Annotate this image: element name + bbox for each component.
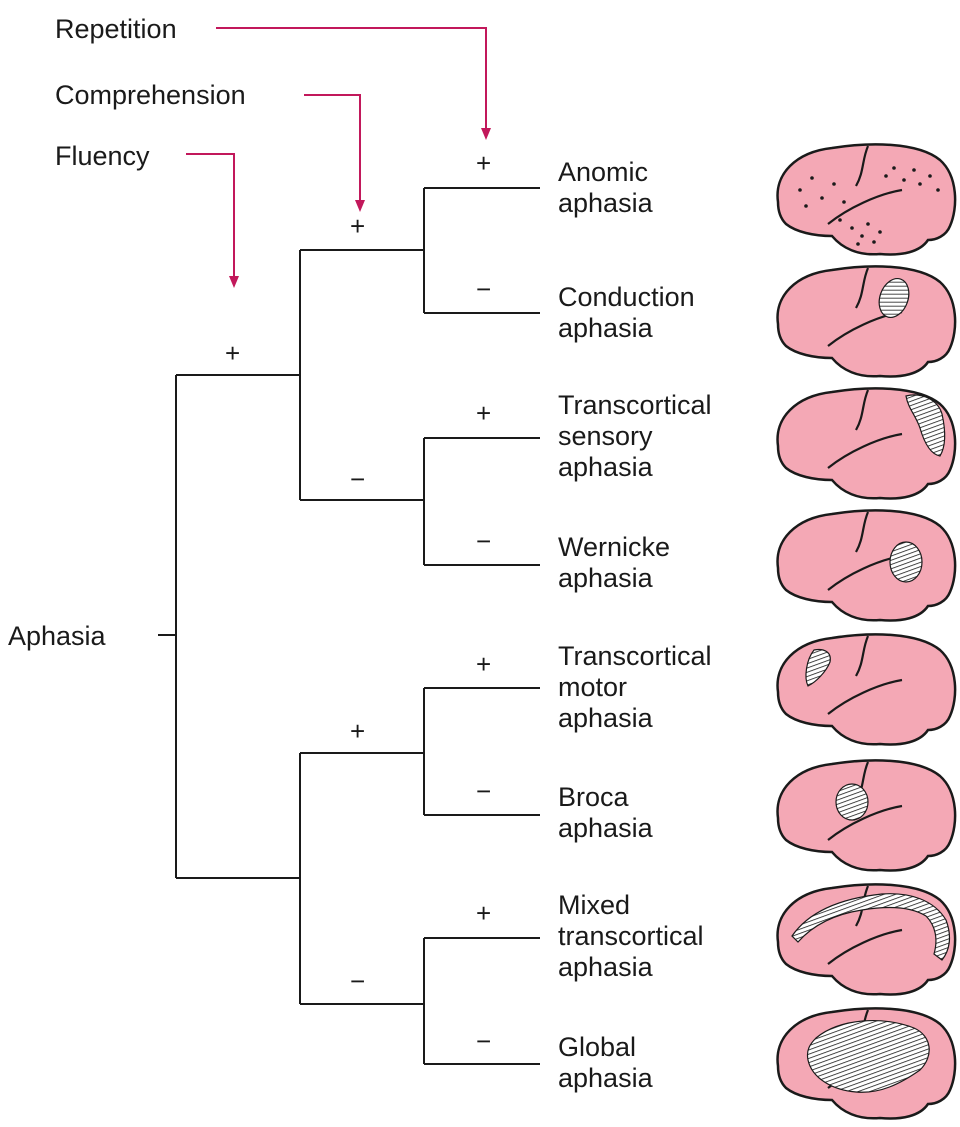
decision-tree [158,188,540,1064]
repetition-pointer [216,28,491,140]
transcortical-sensory-brain-diagram [778,388,956,498]
comprehension-label: Comprehension [55,80,246,110]
transcortical-motor-aphasia-label: Transcortical motor aphasia [558,641,719,733]
fluency-label: Fluency [55,141,150,171]
repetition-minus-sign-3: − [476,776,491,806]
repetition-label: Repetition [55,14,177,44]
transcortical-motor-brain-diagram [778,634,956,744]
fluency-pointer [186,154,239,288]
aphasia-type-labels: Anomic aphasia Conduction aphasia Transc… [558,157,719,1093]
global-aphasia-label: Global aphasia [558,1032,654,1093]
transcortical-sensory-aphasia-label: Transcortical sensory aphasia [558,390,719,482]
global-brain-diagram [778,1008,956,1118]
broca-brain-diagram [778,760,956,870]
repetition-plus-sign-1: + [476,148,491,178]
repetition-plus-sign-2: + [476,398,491,428]
repetition-plus-sign-3: + [476,649,491,679]
comprehension-plus-sign-fluent: + [350,211,365,241]
anomic-brain-diagram [778,144,956,254]
branch-signs: + + − + − + − + − + − + − [225,148,491,1056]
mixed-transcortical-brain-diagram [778,884,956,994]
aphasia-root-label: Aphasia [8,621,107,651]
mixed-transcortical-aphasia-label: Mixed transcortical aphasia [558,890,711,982]
fluency-plus-sign: + [225,338,240,368]
comprehension-pointer [304,95,365,212]
wernicke-lesion [890,542,922,582]
brain-illustrations [778,144,956,1118]
conduction-aphasia-label: Conduction aphasia [558,282,702,343]
anomic-aphasia-label: Anomic aphasia [558,157,656,218]
comprehension-minus-sign-nonfluent: − [350,966,365,996]
comprehension-plus-sign-nonfluent: + [350,716,365,746]
conduction-brain-diagram [778,266,956,376]
wernicke-brain-diagram [778,510,956,620]
broca-lesion [836,784,868,820]
comprehension-minus-sign-fluent: − [350,464,365,494]
broca-aphasia-label: Broca aphasia [558,782,654,843]
wernicke-aphasia-label: Wernicke aphasia [558,532,678,593]
repetition-plus-sign-4: + [476,898,491,928]
repetition-minus-sign-1: − [476,274,491,304]
repetition-minus-sign-4: − [476,1026,491,1056]
repetition-minus-sign-2: − [476,526,491,556]
